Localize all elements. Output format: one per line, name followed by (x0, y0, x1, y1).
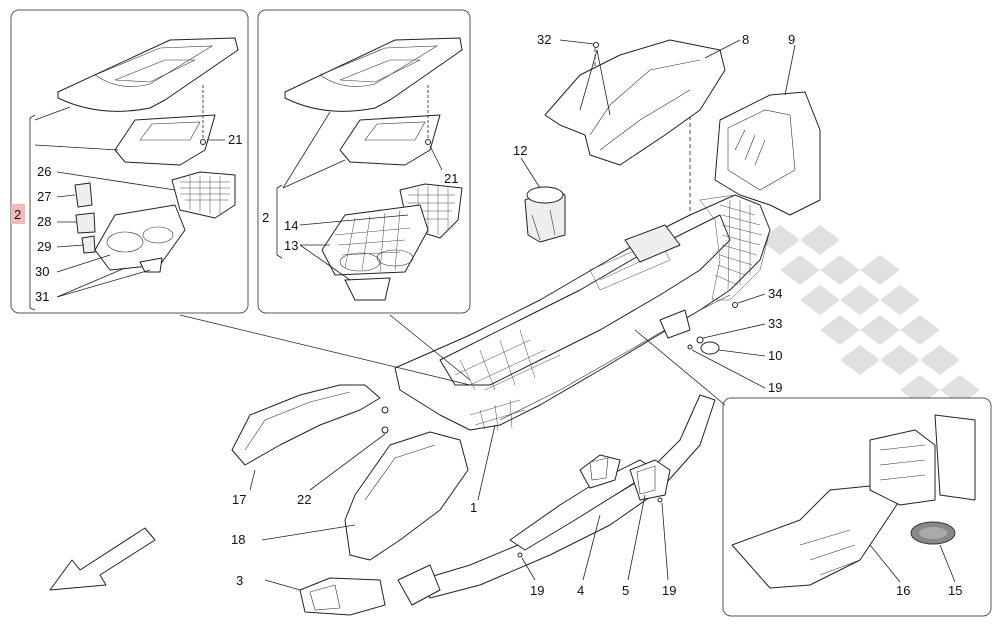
bracket-16-part (731, 484, 901, 589)
label-28: 28 (37, 214, 51, 229)
label-29: 29 (37, 239, 51, 254)
label-2-left: 2 (14, 207, 21, 222)
cupholder-part-2 (321, 204, 429, 276)
label-8: 8 (742, 32, 749, 47)
screw-21-mid (425, 139, 431, 145)
label-5: 5 (622, 583, 629, 598)
clip-34 (732, 302, 738, 308)
label-21-left: 21 (228, 132, 242, 147)
side-panel-17: 17 (231, 384, 389, 507)
label-16: 16 (896, 583, 910, 598)
lid-top-part (57, 37, 239, 112)
leader-1 (477, 424, 496, 501)
label-34: 34 (768, 286, 782, 301)
label-22: 22 (297, 492, 311, 507)
side-panel-18: 22 18 (231, 426, 469, 561)
cupholder-part (94, 204, 186, 271)
screw-21-left (200, 139, 206, 145)
label-32: 32 (537, 32, 551, 47)
duct-5-outlet (629, 459, 671, 501)
cup-12: 12 (513, 143, 566, 243)
label-19-duct-a: 19 (530, 583, 544, 598)
label-17: 17 (232, 492, 246, 507)
right-detail-panel: 16 15 (722, 397, 992, 617)
label-12: 12 (513, 143, 527, 158)
label-31: 31 (35, 289, 49, 304)
armrest-lid-8: 32 8 (537, 32, 749, 166)
fastener-group-right: 34 33 10 19 (659, 286, 782, 395)
duct-3-part (299, 577, 386, 616)
label-26: 26 (37, 164, 51, 179)
lid-top-part-2 (284, 37, 463, 112)
panel-leader-right (634, 329, 726, 406)
label-13: 13 (284, 238, 298, 253)
part-27 (74, 182, 93, 208)
label-21-mid: 21 (444, 171, 458, 186)
label-9: 9 (788, 32, 795, 47)
screw-33 (696, 336, 704, 344)
label-19-duct-b: 19 (662, 583, 676, 598)
panel-leader-left (179, 314, 471, 386)
checkered-watermark (760, 225, 980, 405)
label-15: 15 (948, 583, 962, 598)
highlight-marker (11, 204, 25, 224)
rear-cover-9: 9 (714, 32, 821, 216)
screw-32 (593, 42, 599, 48)
mesh-bin-part (171, 171, 236, 219)
part-28 (75, 212, 96, 234)
clip-22 (381, 426, 389, 434)
label-18: 18 (231, 532, 245, 547)
label-3: 3 (236, 573, 243, 588)
screw-19-duct-b (657, 497, 663, 503)
screw-19-duct-a (517, 552, 523, 558)
duct-3-outlet (397, 564, 441, 606)
label-30: 30 (35, 264, 49, 279)
air-ducts: 3 4 5 19 19 (236, 394, 716, 616)
label-1: 1 (470, 500, 477, 515)
label-10: 10 (768, 348, 782, 363)
label-14: 14 (284, 218, 298, 233)
panel-leader-mid (389, 314, 471, 381)
part-29 (81, 235, 96, 254)
grommet-10 (700, 341, 720, 355)
label-4: 4 (577, 583, 584, 598)
label-33: 33 (768, 316, 782, 331)
label-19-right: 19 (768, 380, 782, 395)
front-direction-arrow (49, 527, 156, 591)
label-2-mid: 2 (262, 210, 269, 225)
middle-detail-panel: 2 14 13 21 (257, 9, 471, 314)
screw-19-right (687, 344, 693, 350)
label-27: 27 (37, 189, 51, 204)
left-detail-panel: 2 21 26 27 28 29 30 31 (10, 9, 249, 314)
